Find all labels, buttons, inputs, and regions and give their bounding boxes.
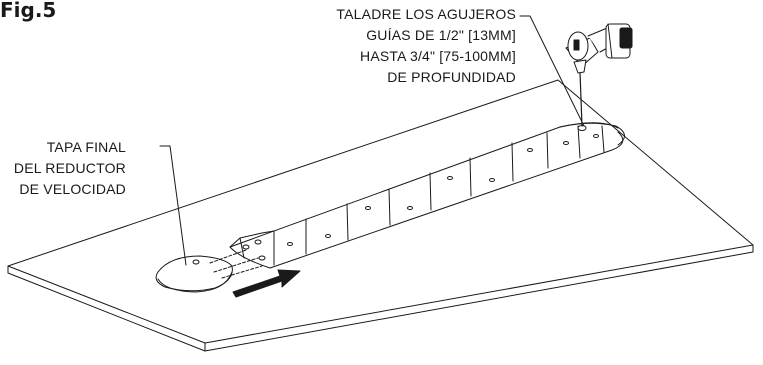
end-cap-line-3: DE VELOCIDAD <box>19 181 126 197</box>
figure-label: Fig.5 <box>0 0 57 22</box>
drill-instruction-line-2: GUÍAS DE 1/2" [13MM] <box>366 27 516 43</box>
drill-instruction-line-1: TALADRE LOS AGUJEROS <box>336 6 516 22</box>
drill-instruction-label: TALADRE LOS AGUJEROS GUÍAS DE 1/2" [13MM… <box>336 4 516 88</box>
direction-arrow-icon <box>232 269 301 298</box>
end-cap-line-2: DEL REDUCTOR <box>13 160 126 176</box>
end-cap-label: TAPA FINAL DEL REDUCTOR DE VELOCIDAD <box>14 137 126 200</box>
speed-bump-body <box>229 122 625 269</box>
module-slots <box>287 134 599 246</box>
end-cap-part <box>155 249 263 293</box>
module-segments <box>273 125 605 266</box>
leader-lines <box>159 15 585 266</box>
drill-instruction-line-4: DE PROFUNDIDAD <box>387 69 516 85</box>
drill-icon <box>565 23 633 127</box>
drill-instruction-line-3: HASTA 3/4" [75-100MM] <box>360 48 516 64</box>
concrete-slab <box>7 79 754 352</box>
connector-pegs <box>242 239 266 261</box>
end-cap-line-1: TAPA FINAL <box>46 139 126 155</box>
